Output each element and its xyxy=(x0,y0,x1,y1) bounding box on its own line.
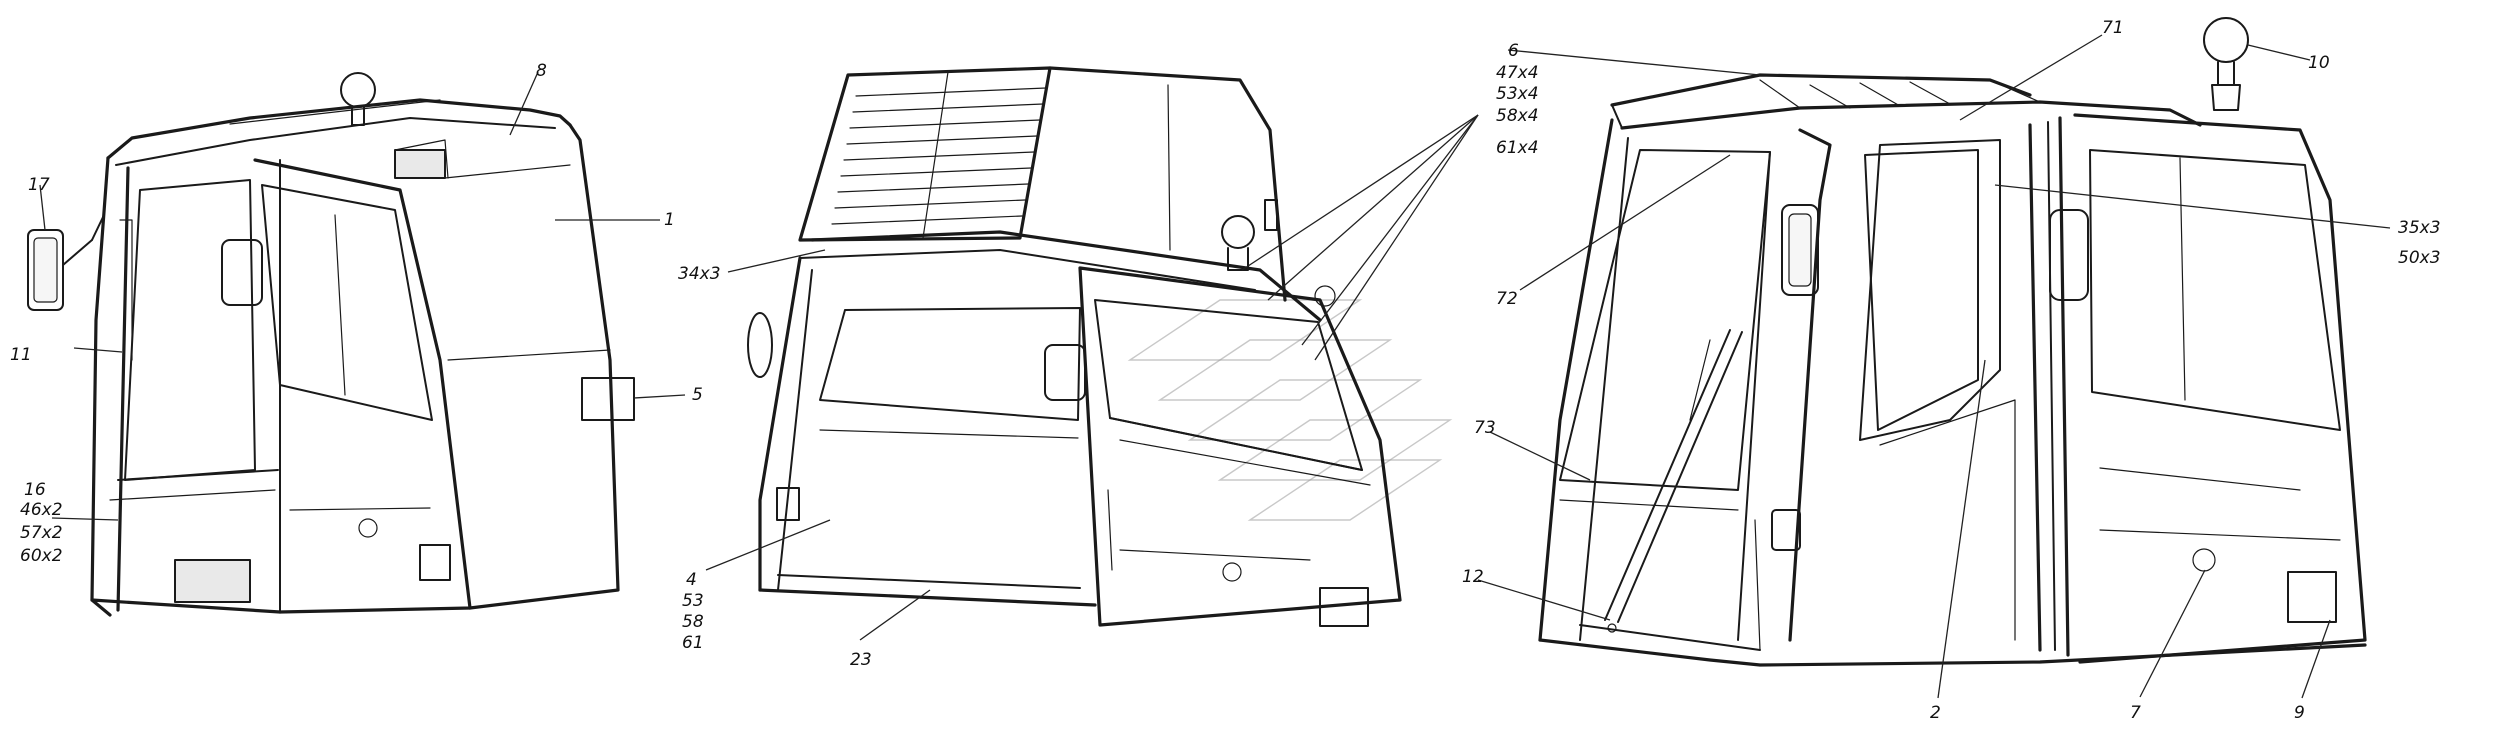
callout-60x2: 60x2 xyxy=(20,546,63,566)
callout-labels: 8 1 5 17 11 16 46x2 57x2 60x2 34x3 4 53 … xyxy=(10,18,2441,723)
callout-7: 7 xyxy=(2130,703,2141,723)
callout-34x3: 34x3 xyxy=(678,264,721,284)
watermark-logo xyxy=(1127,299,1453,521)
cab-view-right xyxy=(1538,17,2367,667)
callout-61x4: 61x4 xyxy=(1496,138,1539,158)
callout-4: 4 xyxy=(686,570,697,590)
callout-57x2: 57x2 xyxy=(20,523,63,543)
callout-6: 6 xyxy=(1508,41,1519,61)
callout-71: 71 xyxy=(2102,18,2124,38)
callout-23: 23 xyxy=(850,650,872,670)
callout-8: 8 xyxy=(536,61,547,81)
callout-72: 72 xyxy=(1496,289,1518,309)
cab-view-middle xyxy=(747,66,1402,627)
callout-12: 12 xyxy=(1462,567,1484,587)
callout-61: 61 xyxy=(682,633,704,653)
callout-16: 16 xyxy=(24,480,46,500)
cab-view-left xyxy=(27,72,635,617)
callout-46x2: 46x2 xyxy=(20,500,63,520)
roof-grille xyxy=(831,71,1047,239)
callout-73: 73 xyxy=(1474,418,1496,438)
callout-58: 58 xyxy=(682,612,704,632)
callout-11: 11 xyxy=(10,345,32,365)
callout-10: 10 xyxy=(2308,53,2330,73)
callout-2: 2 xyxy=(1930,703,1941,723)
leader-lines xyxy=(39,34,2391,699)
callout-53: 53 xyxy=(682,591,704,611)
callout-53x4: 53x4 xyxy=(1496,84,1539,104)
callout-17: 17 xyxy=(28,175,50,195)
callout-50x3: 50x3 xyxy=(2398,248,2441,268)
callout-5: 5 xyxy=(692,385,703,405)
callout-1: 1 xyxy=(664,210,675,230)
callout-9: 9 xyxy=(2294,703,2305,723)
callout-58x4: 58x4 xyxy=(1496,106,1539,126)
callout-47x4: 47x4 xyxy=(1496,63,1539,83)
callout-35x3: 35x3 xyxy=(2398,218,2441,238)
